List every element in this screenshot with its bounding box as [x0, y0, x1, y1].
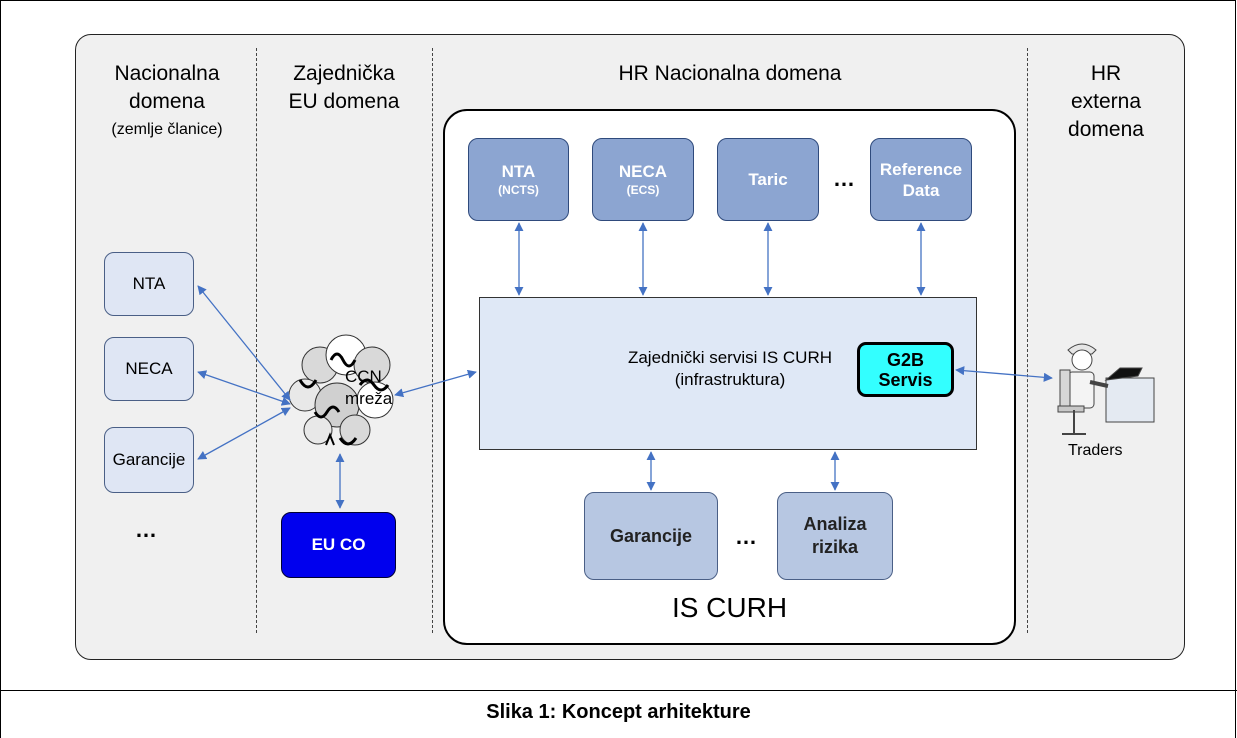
member-box-neca-label: NECA [125, 359, 173, 378]
national-domain-sub: (zemlje članice) [111, 121, 223, 138]
member-box-nta: NTA [104, 252, 194, 316]
service-analiza-line2: rizika [811, 537, 859, 557]
national-domain-title: Nacionalna domena (zemlje članice) [82, 60, 252, 144]
service-garancije-label: Garancije [609, 525, 693, 546]
eu-domain-title: Zajednička EU domena [258, 60, 430, 116]
national-domain-line2: domena [129, 90, 205, 113]
member-box-neca: NECA [104, 337, 194, 401]
eu-co-label: EU CO [311, 535, 366, 554]
traders-label: Traders [1068, 442, 1123, 459]
member-box-garancije: Garancije [104, 427, 194, 493]
caption-divider [0, 690, 1237, 691]
member-ellipsis: … [135, 517, 157, 542]
service-taric: Taric [717, 138, 819, 221]
service-neca-title: NECA [618, 162, 668, 181]
g2b-line1: G2B [886, 349, 924, 370]
infra-label-line2: (infrastruktura) [674, 370, 786, 389]
service-neca: NECA (ECS) [592, 138, 694, 221]
service-neca-sub: (ECS) [626, 183, 660, 197]
eu-co-box: EU CO [281, 512, 396, 578]
ccn-line1: CCN [345, 367, 382, 386]
member-box-nta-label: NTA [132, 274, 166, 293]
service-nta: NTA (NCTS) [468, 138, 569, 221]
eu-domain-line1: Zajednička [293, 62, 395, 85]
service-reference-sub: Data [902, 180, 940, 200]
infra-label: Zajednički servisi IS CURH (infrastruktu… [560, 347, 900, 391]
domain-divider-2 [432, 48, 433, 633]
service-nta-title: NTA [501, 162, 536, 181]
top-ellipsis: … [833, 166, 855, 191]
infra-label-line1: Zajednički servisi IS CURH [627, 348, 833, 367]
trader-figure-icon [1057, 343, 1155, 435]
national-domain-line1: Nacionalna [114, 62, 220, 85]
service-analiza-rizika: Analiza rizika [777, 492, 893, 580]
member-box-garancije-label: Garancije [112, 450, 186, 469]
external-domain-line3: domena [1068, 118, 1144, 141]
bottom-ellipsis: … [735, 524, 757, 549]
ccn-network-cloud [288, 334, 394, 446]
domain-divider-3 [1027, 48, 1028, 633]
g2b-line2: Servis [878, 369, 933, 390]
figure-caption: Slika 1: Koncept arhitekture [486, 701, 751, 723]
hr-domain-label: HR Nacionalna domena [618, 62, 842, 85]
is-curh-label: IS CURH [671, 592, 788, 623]
eu-domain-line2: EU domena [288, 90, 400, 113]
service-reference-data: Reference Data [870, 138, 972, 221]
hr-domain-title: HR Nacionalna domena [560, 60, 900, 88]
ccn-line2: mreža [345, 389, 393, 408]
service-reference-title: Reference [879, 159, 963, 179]
service-analiza-line1: Analiza [803, 514, 867, 534]
external-domain-line2: externa [1070, 90, 1142, 113]
service-taric-title: Taric [748, 170, 788, 189]
g2b-service: G2B Servis [857, 342, 954, 397]
service-garancije: Garancije [584, 492, 718, 580]
connection-arrows [197, 222, 1053, 509]
external-domain-title: HR externa domena [1030, 60, 1182, 144]
ccn-network-label: CCN mreža [345, 366, 392, 410]
external-domain-line1: HR [1090, 62, 1122, 85]
service-nta-sub: (NCTS) [498, 183, 539, 197]
